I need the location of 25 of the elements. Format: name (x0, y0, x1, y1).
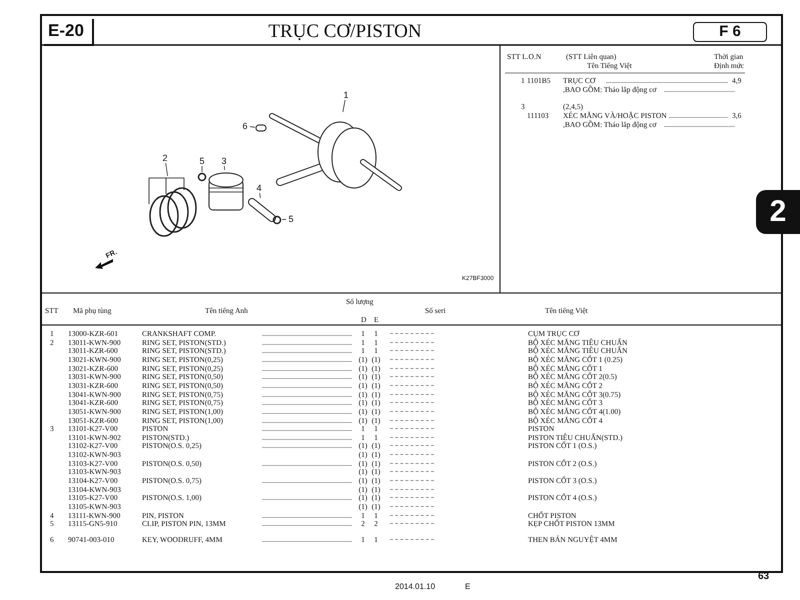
leader-line (342, 100, 346, 112)
callout-number: 1 (341, 90, 351, 100)
callout-number: 5 (286, 214, 296, 224)
clip-ring (272, 215, 282, 225)
callout-number: 2 (160, 153, 170, 163)
page-title: TRỤC CƠ/PISTON (267, 20, 423, 44)
piston-pin-drawing (248, 198, 276, 222)
chapter-tab: 2 (756, 190, 800, 234)
callout-number: 6 (240, 121, 250, 131)
crankshaft-drawing (268, 112, 403, 192)
key-block (255, 124, 267, 132)
print-date: 2014.01.10 (395, 582, 436, 591)
piston-ring-set-drawing (146, 176, 198, 238)
leader-line (224, 166, 225, 170)
callout-number: 5 (197, 156, 207, 166)
edition-letter: E (465, 582, 470, 591)
callout-number: 3 (219, 156, 229, 166)
callout-number: 4 (254, 183, 264, 193)
page-code: E-20 (44, 19, 94, 46)
leader-line (282, 219, 286, 220)
leader-line (165, 162, 168, 176)
section-code: F 6 (693, 22, 767, 42)
leader-line (250, 126, 256, 128)
clip-ring (197, 172, 207, 182)
leader-line (259, 192, 261, 198)
